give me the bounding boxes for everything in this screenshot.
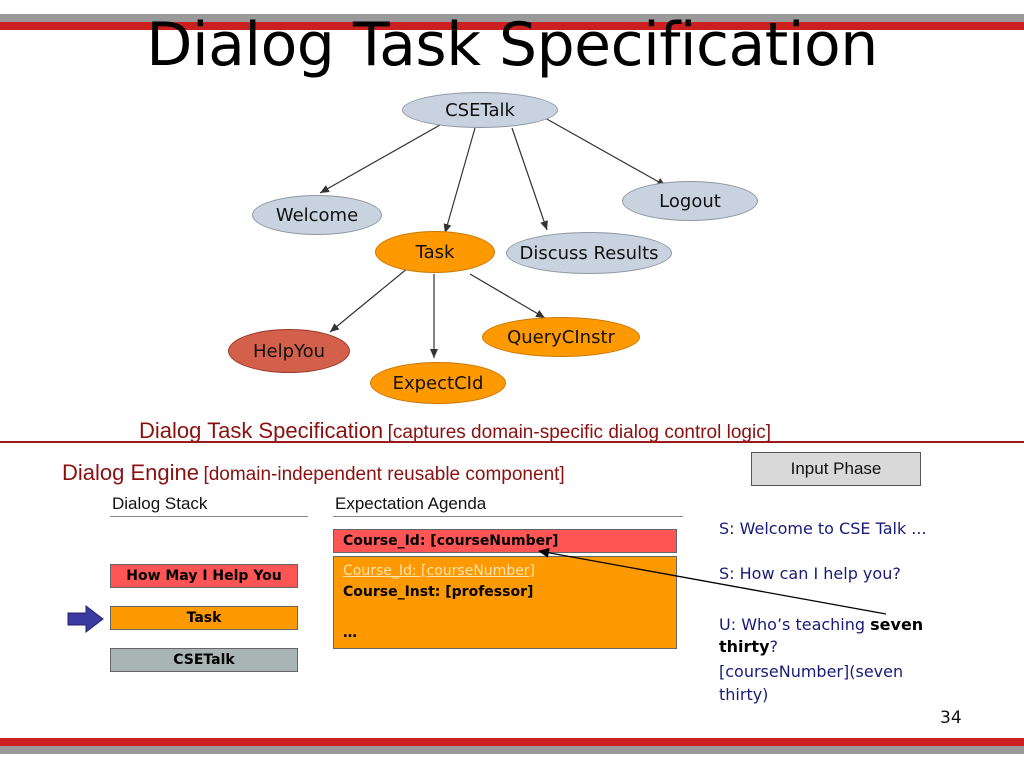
- tree-caption-main: Dialog Task Specification: [139, 418, 384, 443]
- node-querycinstr: QueryCInstr: [482, 317, 640, 357]
- user-turn-bold: seven thirty: [719, 615, 924, 656]
- edge-root-welcome: [319, 124, 441, 194]
- tree-caption: Dialog Task Specification [captures doma…: [139, 418, 771, 444]
- agenda-faded-item: Course_Id: [courseNumber]: [343, 563, 536, 579]
- agenda-second-item: Course_Inst: [professor]: [343, 584, 534, 600]
- user-turn-suffix: ?: [769, 637, 779, 656]
- top-red-bar: [0, 22, 1024, 30]
- concept-binding-line-2: thirty): [719, 685, 769, 704]
- slide-title: Dialog Task Specification: [146, 10, 878, 80]
- concept-binding-line-1: [courseNumber](seven: [719, 662, 904, 681]
- engine-caption-sub: [domain-independent reusable component]: [203, 464, 565, 485]
- node-discuss-results: Discuss Results: [506, 232, 672, 274]
- node-task: Task: [375, 231, 495, 273]
- agenda-ellipsis: …: [343, 625, 357, 641]
- edge-root-logout: [544, 117, 667, 187]
- expectation-agenda-header: Expectation Agenda: [335, 494, 487, 513]
- user-turn-prefix: U: Who’s teaching: [719, 615, 871, 634]
- conversation-line-1: S: Welcome to CSE Talk ...: [719, 519, 927, 538]
- edge-task-helpyou: [329, 267, 409, 333]
- stack-item-how-may-i-help-you: How May I Help You: [110, 564, 298, 588]
- engine-caption-main: Dialog Engine: [62, 460, 199, 485]
- tree-caption-sub: [captures domain-specific dialog control…: [387, 422, 771, 443]
- bottom-red-bar: [0, 738, 1024, 746]
- node-logout: Logout: [622, 181, 758, 221]
- dialog-stack-header: Dialog Stack: [112, 494, 208, 513]
- input-phase-box: Input Phase: [751, 452, 921, 486]
- node-expectcid: ExpectCId: [370, 362, 506, 404]
- node-helpyou: HelpYou: [228, 329, 350, 373]
- edge-root-task: [443, 127, 476, 234]
- agenda-top-item: Course_Id: [courseNumber]: [343, 533, 559, 549]
- stack-pointer-arrow-icon: [67, 604, 104, 634]
- section-separator: [0, 441, 1024, 443]
- conversation-line-2: S: How can I help you?: [719, 564, 901, 583]
- node-csetalk: CSETalk: [402, 92, 558, 128]
- engine-caption: Dialog Engine [domain-independent reusab…: [62, 460, 565, 486]
- top-gray-bar: [0, 14, 1024, 22]
- tree-edges: [319, 117, 667, 358]
- edge-task-querycinstr: [469, 273, 546, 319]
- page-number: 34: [940, 708, 962, 728]
- edge-root-discuss: [511, 127, 548, 231]
- stack-item-task: Task: [110, 606, 298, 630]
- bottom-gray-bar: [0, 746, 1024, 754]
- dialog-stack-underline: [110, 516, 308, 517]
- node-welcome: Welcome: [252, 195, 382, 235]
- conversation-user-turn: U: Who’s teaching seven thirty?: [719, 614, 959, 658]
- agenda-top-row: Course_Id: [courseNumber]: [333, 529, 677, 553]
- agenda-body: Course_Id: [courseNumber] Course_Inst: […: [333, 556, 677, 649]
- expectation-agenda-underline: [333, 516, 683, 517]
- stack-item-csetalk: CSETalk: [110, 648, 298, 672]
